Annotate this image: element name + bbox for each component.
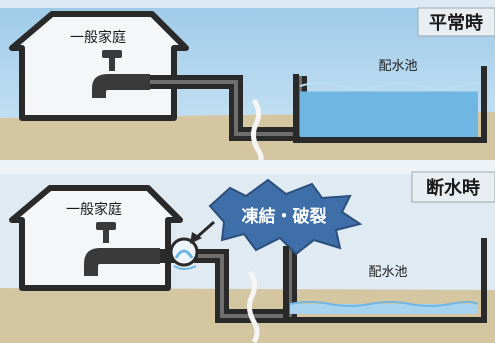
pipe-highlight-outage [194, 246, 292, 318]
faucet-icon [84, 222, 160, 276]
reservoir-water-normal [300, 91, 478, 137]
reservoir-label-normal: 配水池 [378, 59, 417, 74]
reservoir-label-outage: 配水池 [368, 265, 407, 280]
reservoir-wave-normal [299, 82, 480, 90]
pointer-arrow-icon [195, 220, 215, 240]
house-label-normal: 一般家庭 [70, 29, 126, 46]
panel-normal: 平常時 一般家庭 配水池 [0, 7, 495, 168]
state-label-outage: 断水時 [426, 177, 480, 199]
reservoir-water-outage [290, 304, 478, 314]
faucet-icon [92, 50, 150, 98]
state-label-box-outage [411, 171, 495, 203]
reservoir-wave-outage [289, 301, 479, 307]
pointer-arrowhead-icon [190, 232, 202, 244]
reservoir-tank-outage [283, 238, 487, 323]
leak-water-icon [174, 249, 194, 259]
burst-label: 凍結・破裂 [242, 206, 327, 227]
pipe-break-mark-normal [250, 98, 264, 168]
state-label-normal: 平常時 [429, 12, 483, 34]
house-label-outage: 一般家庭 [66, 201, 122, 218]
house-normal [9, 11, 189, 121]
panel-divider [0, 160, 495, 174]
reservoir-tank-normal [293, 66, 487, 143]
state-label-box-normal [417, 7, 495, 37]
pipe-break-mark-outage [246, 270, 260, 343]
leak-splash-icon [173, 265, 197, 270]
panel-outage: 断水時 一般家庭 凍結・破裂 配水池 [0, 171, 495, 343]
burst-shape [208, 178, 363, 256]
